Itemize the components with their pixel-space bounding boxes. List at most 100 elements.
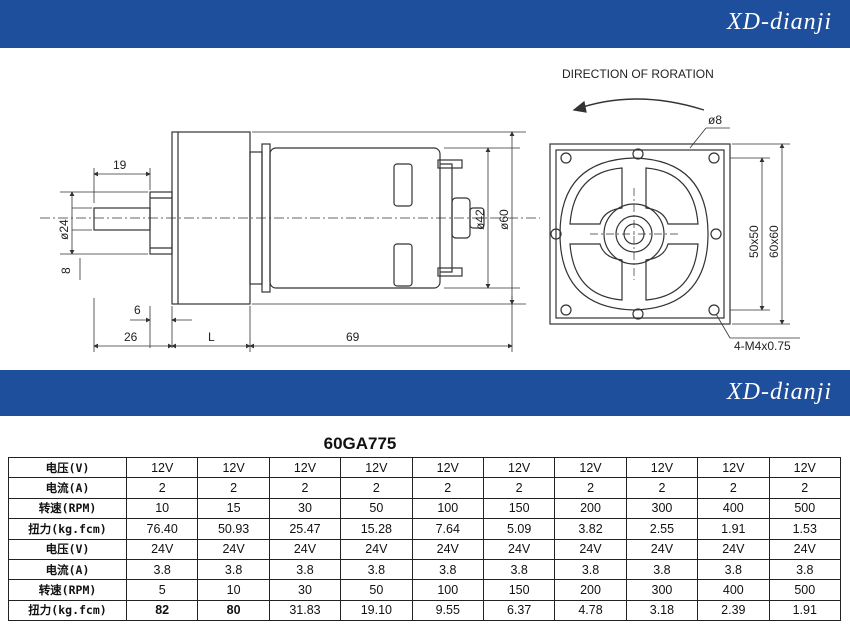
- spec-cell: 300: [625, 579, 699, 601]
- spec-cell: 3.8: [625, 558, 699, 581]
- spec-cell: 3.8: [125, 558, 199, 581]
- dim-L: L: [208, 330, 215, 344]
- spec-cell: 15: [197, 497, 270, 520]
- spec-cell: 100: [411, 579, 484, 601]
- spec-cell: 12V: [411, 456, 484, 479]
- dim-gearbox-diameter: ø60: [497, 209, 511, 230]
- spec-cell: 50: [340, 579, 413, 601]
- spec-cell: 19.10: [340, 599, 413, 622]
- spec-cell: 24V: [411, 538, 484, 560]
- spec-cell: 50: [340, 497, 413, 520]
- spec-cell: 3.8: [482, 558, 556, 581]
- spec-cell: 3.8: [340, 558, 413, 581]
- spec-cell: 50.93: [197, 518, 270, 540]
- spec-cell: 24V: [197, 538, 270, 560]
- spec-cell: 12V: [125, 456, 199, 479]
- bearing-boss: [149, 191, 173, 255]
- spec-cell: 24V: [125, 538, 199, 560]
- spec-cell: 500: [768, 579, 842, 601]
- spec-cell: 2: [340, 477, 413, 499]
- spec-cell: 31.83: [268, 599, 342, 622]
- spec-cell: 24V: [625, 538, 699, 560]
- spec-cell: 3.8: [197, 558, 270, 581]
- spec-cell: 2: [697, 477, 770, 499]
- spec-cell: 9.55: [411, 599, 484, 622]
- spec-cell: 2: [625, 477, 699, 499]
- spec-cell: 300: [625, 497, 699, 520]
- brand-logo-secondary: XD-dianji: [727, 379, 832, 405]
- spec-cell: 5: [125, 579, 199, 601]
- row-label-torque: 扭力(kg.fcm): [8, 599, 127, 622]
- spec-cell: 2: [197, 477, 270, 499]
- spec-cell: 2: [554, 477, 627, 499]
- spec-cell: 5.09: [482, 518, 556, 540]
- spec-cell: 400: [697, 579, 770, 601]
- dim-shaft-diameter: ø24: [57, 219, 71, 240]
- spec-cell: 30: [268, 497, 342, 520]
- spec-cell: 100: [411, 497, 484, 520]
- dim-6: 6: [134, 303, 141, 317]
- dim-69: 69: [346, 330, 360, 344]
- spec-cell: 1.53: [768, 518, 842, 540]
- spec-cell: 3.8: [697, 558, 770, 581]
- dim-19: 19: [113, 158, 127, 172]
- row-label-current: 电流(A): [8, 477, 127, 499]
- row-label-current: 电流(A): [8, 558, 127, 581]
- spec-cell: 150: [482, 497, 556, 520]
- spec-cell: 500: [768, 497, 842, 520]
- dim-hole-diameter: ø8: [708, 113, 722, 127]
- dim-screws: 4-M4x0.75: [734, 339, 791, 353]
- spec-cell: 7.64: [411, 518, 484, 540]
- spec-cell: 2.39: [697, 599, 770, 622]
- spec-cell: 12V: [697, 456, 770, 479]
- spec-cell: 2: [768, 477, 842, 499]
- output-shaft: [93, 207, 151, 231]
- spec-cell: 3.8: [554, 558, 627, 581]
- spec-cell: 3.8: [768, 558, 842, 581]
- technical-drawing: 19 ø24 8 6 26 L 69 ø42 ø60: [0, 48, 850, 370]
- spec-cell: 12V: [340, 456, 413, 479]
- spec-cell: 12V: [554, 456, 627, 479]
- spec-cell: 3.8: [268, 558, 342, 581]
- spec-cell: 12V: [197, 456, 270, 479]
- row-label-speed: 转速(RPM): [8, 497, 127, 520]
- side-view: [40, 131, 540, 305]
- spec-cell: 12V: [625, 456, 699, 479]
- dim-50x50: 50x50: [747, 225, 761, 258]
- mounting-holes: [550, 148, 722, 320]
- plate-outline: [559, 157, 709, 311]
- brand-logo: XD-dianji: [727, 9, 832, 35]
- side-dimensions: [60, 131, 526, 352]
- middle-banner: XD-dianji: [0, 370, 850, 416]
- spec-cell: 3.8: [411, 558, 484, 581]
- spec-cell: 12V: [768, 456, 842, 479]
- front-dimensions: [689, 127, 800, 339]
- spec-cell: 12V: [268, 456, 342, 479]
- row-label-voltage: 电压(V): [8, 538, 127, 560]
- motor-can: [269, 147, 441, 289]
- row-label-speed: 转速(RPM): [8, 579, 127, 601]
- row-label-torque: 扭力(kg.fcm): [8, 518, 127, 540]
- rotation-arrow: [573, 98, 705, 111]
- motor-drawing-svg: 19 ø24 8 6 26 L 69 ø42 ø60: [40, 67, 800, 353]
- spec-cell: 6.37: [482, 599, 556, 622]
- spec-cell: 200: [554, 579, 627, 601]
- spec-cell: 2.55: [625, 518, 699, 540]
- spec-cell: 10: [125, 497, 199, 520]
- spec-cell: 76.40: [125, 518, 199, 540]
- spec-cell: 80: [197, 599, 270, 622]
- spec-cell: 24V: [482, 538, 556, 560]
- front-view: [549, 98, 731, 325]
- spec-cell: 400: [697, 497, 770, 520]
- dim-26: 26: [124, 330, 138, 344]
- dim-motor-diameter: ø42: [473, 209, 487, 230]
- spec-cell: 30: [268, 579, 342, 601]
